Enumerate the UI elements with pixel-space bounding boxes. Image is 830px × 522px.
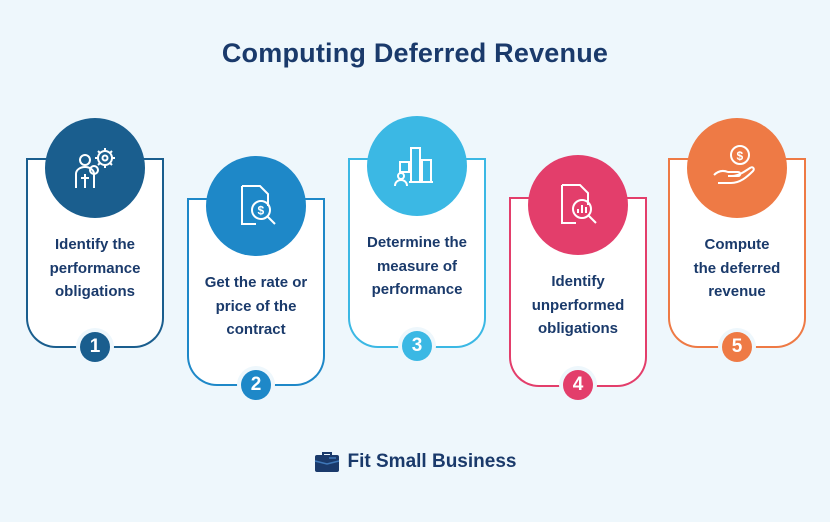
brand-name: Fit Small Business — [347, 451, 517, 472]
person-gears-icon — [75, 148, 115, 188]
brand-logo: Fit Small Business — [0, 450, 830, 474]
step-icon-circle — [528, 155, 628, 255]
svg-text:$: $ — [737, 149, 744, 163]
label-line: revenue — [708, 283, 766, 300]
label-line: performance — [49, 259, 141, 277]
step-number-badge: 4 — [563, 370, 593, 400]
page-title: Computing Deferred Revenue — [221, 38, 609, 68]
price-search-icon: $ — [241, 185, 276, 225]
label-line: obligations — [538, 320, 618, 337]
briefcase-icon — [314, 452, 339, 472]
label-line: Identify the — [54, 236, 135, 253]
label-line: performance — [371, 281, 463, 298]
label-line: Determine the — [366, 234, 468, 251]
label-line: the deferred — [693, 259, 781, 277]
label-line: contract — [226, 321, 286, 338]
report-search-icon — [561, 184, 597, 224]
step-number-badge: 5 — [722, 332, 752, 362]
step-label: Determine the measure of performance — [354, 231, 480, 302]
bar-chart-person-icon — [394, 147, 433, 187]
label-line: Compute — [704, 236, 770, 253]
step-icon-circle: $ — [206, 156, 306, 256]
step-label: Identify the performance obligations — [32, 233, 158, 304]
step-label: Get the rate or price of the contract — [193, 271, 319, 342]
step-number-badge: 1 — [80, 332, 110, 362]
label-line: obligations — [55, 283, 135, 300]
label-line: measure of — [376, 257, 458, 275]
step-icon-circle: $ — [687, 118, 787, 218]
label-line: unperformed — [531, 296, 625, 314]
step-icon-circle — [367, 116, 467, 216]
hand-coin-icon: $ — [713, 145, 755, 184]
step-number-badge: 3 — [402, 331, 432, 361]
step-label: Compute the deferred revenue — [674, 233, 800, 304]
label-line: price of the — [215, 297, 297, 315]
label-line: Get the rate or — [204, 274, 308, 291]
step-label: Identify unperformed obligations — [515, 270, 641, 341]
svg-text:$: $ — [258, 204, 265, 218]
label-line: Identify — [551, 273, 605, 290]
step-number-badge: 2 — [241, 370, 271, 400]
step-icon-circle — [45, 118, 145, 218]
